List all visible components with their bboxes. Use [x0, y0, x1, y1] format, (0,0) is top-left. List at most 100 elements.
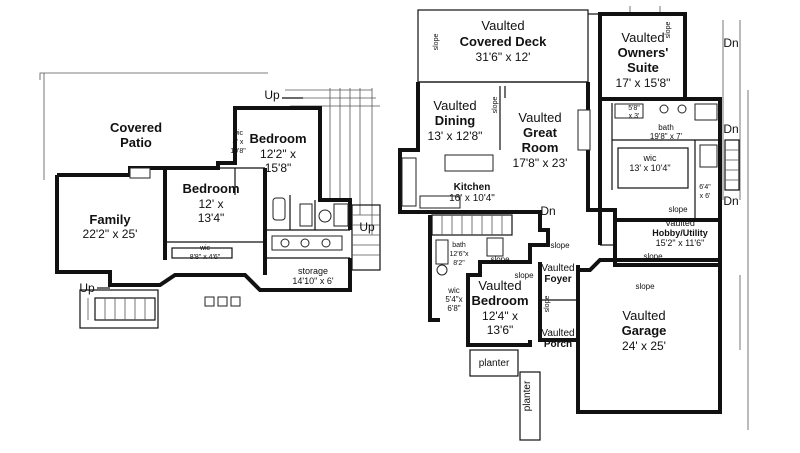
main-bath-fixtures [435, 237, 504, 276]
owners-wic-dims: 13' x 10'4" [629, 163, 670, 173]
covered-deck-label: Covered Deck [460, 34, 547, 49]
slope-label-bedroom: slope [490, 255, 510, 264]
great-room-vaulted: Vaulted [518, 110, 561, 125]
patio-outline [39, 72, 268, 80]
east-deck-lines [629, 6, 749, 430]
bedroom-dims-2: 13'6" [487, 323, 514, 337]
main-wic-dims-1: 5'4"x [445, 295, 462, 304]
stair-up-right-label: Up [359, 220, 375, 234]
dn-label-kitchen: Dn [540, 204, 555, 218]
hobby-wall [613, 220, 722, 267]
slope-label-hobby-2: slope [643, 252, 663, 261]
bedroom-2-dims-2: 13'4" [198, 211, 225, 225]
kitchen-counter-south [419, 195, 461, 209]
great-room-dims: 17'8" x 23' [513, 156, 568, 170]
garage-wall [576, 258, 722, 414]
family-dims: 22'2" x 25' [83, 227, 138, 241]
stair-left [79, 289, 159, 329]
window-wells [204, 296, 241, 307]
main-bath-west-wall [428, 215, 440, 322]
hobby-label: Hobby/Utility [652, 228, 708, 238]
bedroom-label: Bedroom [471, 293, 528, 308]
kitchen-stair [431, 214, 513, 236]
bedroom-1-dims-1: 12'2" x [260, 147, 296, 161]
kitchen-label: Kitchen [454, 182, 491, 193]
lower-bath-fixtures [271, 197, 349, 251]
storage-label: storage [298, 266, 328, 276]
covered-deck-dims: 31'6" x 12' [476, 50, 531, 64]
bedroom-1-label: Bedroom [249, 131, 306, 146]
foyer-vaulted: Vaulted [541, 263, 574, 274]
dn-label-suite: Dn [723, 36, 738, 50]
lower-exterior-wall [55, 175, 352, 292]
kitchen-dims: 16' x 10'4" [449, 193, 495, 204]
slope-label-foyer-2: slope [544, 296, 551, 313]
slope-label-hobby: slope [668, 205, 688, 214]
kitchen-counter-west [401, 157, 417, 207]
foyer-porch-wall [538, 262, 580, 342]
closet-small-dims-1: 6'4" [699, 184, 711, 191]
slope-label-deck: slope [433, 34, 440, 51]
wic-lower-dims: 8'8" x 4'6" [190, 254, 221, 261]
great-room-label-2: Room [522, 140, 559, 155]
foyer-label: Foyer [544, 274, 571, 285]
owners-suite-dims: 17' x 15'8" [616, 76, 671, 90]
hobby-dims: 15'2" x 11'6" [656, 238, 705, 248]
owners-bath-fixtures [614, 103, 718, 168]
bedroom-dims-1: 12'4" x [482, 309, 518, 323]
planter-1-label: planter [479, 358, 510, 369]
stair-right [351, 204, 381, 271]
owners-suite-vaulted: Vaulted [621, 30, 664, 45]
stair-up-left-label: Up [79, 281, 95, 295]
wic-lower-label: wic [199, 245, 211, 252]
closet-small-dims-2: x 6' [700, 193, 711, 200]
dn-label-closet: Dn [723, 194, 738, 208]
owners-wic-outline [617, 147, 689, 189]
wic-shelf [171, 247, 233, 259]
owners-bath-dims: 19'8" x 7' [650, 132, 683, 141]
bedroom-vaulted: Vaulted [478, 278, 521, 293]
family-label: Family [89, 212, 131, 227]
planter-2-label: planter [522, 380, 533, 411]
hobby-vaulted: Vaulted [665, 218, 695, 228]
garage-label: Garage [622, 323, 667, 338]
bedroom-2-dims-1: 12' x [199, 197, 224, 211]
main-level-plan: Vaulted Covered Deck 31'6" x 12' Vaulted… [398, 6, 749, 441]
garage-dims: 24' x 25' [622, 339, 666, 353]
slope-label-dining: slope [492, 97, 499, 114]
covered-patio-label-2: Patio [120, 135, 152, 150]
wic-upper-dims-1: 4' x [233, 139, 244, 146]
dining-dims: 13' x 12'8" [428, 129, 483, 143]
owners-suite-wall [598, 12, 687, 101]
stair-up-top-label: Up [264, 88, 280, 102]
owners-suite-label-2: Suite [627, 60, 659, 75]
dining-label: Dining [435, 113, 475, 128]
main-wic-dims-2: 6'8" [447, 304, 460, 313]
slope-label-garage: slope [635, 282, 655, 291]
east-stair [724, 139, 740, 191]
kitchen-island [444, 154, 494, 172]
dining-vaulted: Vaulted [433, 98, 476, 113]
dn-label-bath: Dn [723, 122, 738, 136]
garage-vaulted: Vaulted [622, 308, 665, 323]
owners-bath-label: bath [658, 123, 674, 132]
owners-wic-label: wic [643, 153, 657, 163]
owners-suite-label-1: Owners' [618, 45, 669, 60]
patio-decking [285, 88, 380, 235]
wic-upper-dims-2: 10'8" [230, 148, 246, 155]
storage-dims: 14'10" x 6' [292, 276, 333, 286]
porch-vaulted: Vaulted [541, 328, 574, 339]
bedroom-2-label: Bedroom [182, 181, 239, 196]
planter-2-outline [519, 371, 541, 441]
bedroom-1-dims-2: 15'8" [265, 161, 292, 175]
great-room-label-1: Great [523, 125, 558, 140]
main-bath-dims-2: 8'2" [453, 260, 465, 267]
main-wic-label: wic [447, 286, 460, 295]
owners-bath-wall [598, 97, 722, 222]
porch-label: Porch [544, 339, 572, 350]
main-bath-label: bath [452, 242, 466, 249]
main-bath-dims-1: 12'6"x [449, 251, 469, 258]
covered-deck-vaulted: Vaulted [481, 18, 524, 33]
main-exterior-west [398, 82, 550, 347]
